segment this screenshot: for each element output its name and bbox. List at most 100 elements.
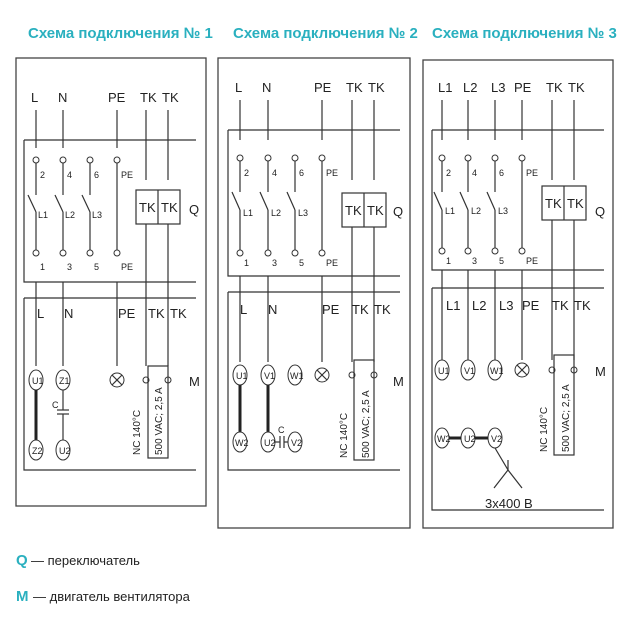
s2-m-label-N: N <box>268 302 277 317</box>
s2-label-TK2: TK <box>368 80 385 95</box>
scheme-3-frame <box>422 59 614 529</box>
scheme-2: L N PE TK TK 2 4 6 PE L1 L2 L3 1 3 5 PE … <box>217 57 411 529</box>
s1-terminal-U2 <box>55 439 71 461</box>
s2-W1: W1 <box>290 371 304 381</box>
s2-tPE-bot: PE <box>326 258 338 268</box>
scheme-3: L1 L2 L3 PE TK TK 2 4 6 PE L1 L2 L3 1 3 … <box>422 59 614 529</box>
s1-label-N: N <box>58 90 67 105</box>
s2-t1: 1 <box>244 258 249 268</box>
s3-m-label-TK2: TK <box>574 298 591 313</box>
scheme-1: L N PE TK TK 2 4 6 PE L1 L2 L3 1 3 5 PE … <box>15 57 207 507</box>
s1-thermo-1: NC 140°C <box>132 410 143 455</box>
s1-m-label-PE: PE <box>118 306 136 321</box>
s1-box-TK2: TK <box>161 200 178 215</box>
s3-terminal-U1 <box>434 359 450 381</box>
s3-m-label-PE: PE <box>522 298 540 313</box>
s3-m-label-TK1: TK <box>552 298 569 313</box>
s1-label-Q: Q <box>189 202 199 217</box>
legend: Q — переключатель M — двигатель вентилят… <box>16 552 191 605</box>
s1-U1: U1 <box>32 376 44 386</box>
s1-t1: 1 <box>40 262 45 272</box>
s3-W1: W1 <box>490 366 504 376</box>
s1-Z1: Z1 <box>59 376 70 386</box>
s2-label-PE: PE <box>314 80 332 95</box>
legend-q-text: — переключатель <box>31 553 140 568</box>
s1-box-TK1: TK <box>139 200 156 215</box>
s1-label-TK1: TK <box>140 90 157 105</box>
s2-tPE-top: PE <box>326 168 338 178</box>
s3-t3: 3 <box>472 256 477 266</box>
s1-tPE-bot: PE <box>121 262 133 272</box>
s2-t3: 3 <box>272 258 277 268</box>
s3-V2: V2 <box>491 434 502 444</box>
s2-box-TK2: TK <box>367 203 384 218</box>
s3-thermo-1: NC 140°C <box>539 407 550 452</box>
s1-tPE-top: PE <box>121 170 133 180</box>
s2-L1: L1 <box>243 208 253 218</box>
s3-label-L1: L1 <box>438 80 452 95</box>
s2-label-N: N <box>262 80 271 95</box>
s3-voltage: 3x400 B <box>485 496 533 511</box>
s2-C: C <box>278 425 285 435</box>
s1-t4: 4 <box>67 170 72 180</box>
s1-t6: 6 <box>94 170 99 180</box>
s1-t5: 5 <box>94 262 99 272</box>
s2-terminal-W2 <box>232 431 248 453</box>
legend-q-key: Q <box>16 552 28 569</box>
s3-L3: L3 <box>498 206 508 216</box>
s2-m-label-PE: PE <box>322 302 340 317</box>
s1-L3: L3 <box>92 210 102 220</box>
s3-thermo-2: 500 VAC; 2,5 A <box>561 384 572 452</box>
scheme-1-frame <box>15 57 207 507</box>
s3-U2: U2 <box>464 434 476 444</box>
title-scheme-1: Схема подключения № 1 <box>28 25 213 42</box>
s3-terminal-V1 <box>460 359 476 381</box>
s3-V1: V1 <box>464 366 475 376</box>
s1-label-L: L <box>31 90 38 105</box>
s1-terminal-Z2 <box>28 439 44 461</box>
s1-L1: L1 <box>38 210 48 220</box>
s3-m-label-L2: L2 <box>472 298 486 313</box>
s1-m-label-TK1: TK <box>148 306 165 321</box>
s3-t2: 2 <box>446 168 451 178</box>
s1-L2: L2 <box>65 210 75 220</box>
s3-label-TK2: TK <box>568 80 585 95</box>
s3-box-TK1: TK <box>545 196 562 211</box>
s1-label-M: M <box>189 374 200 389</box>
s1-U2: U2 <box>59 446 71 456</box>
s3-tPE-bot: PE <box>526 256 538 266</box>
s1-m-label-L: L <box>37 306 44 321</box>
s3-terminal-W1 <box>487 359 503 381</box>
s2-V1: V1 <box>264 371 275 381</box>
s2-L3: L3 <box>298 208 308 218</box>
s3-t1: 1 <box>446 256 451 266</box>
s2-W2: W2 <box>235 438 249 448</box>
s2-U2: U2 <box>264 438 276 448</box>
s3-label-L2: L2 <box>463 80 477 95</box>
s3-W2: W2 <box>437 434 451 444</box>
title-scheme-3: Схема подключения № 3 <box>432 25 617 42</box>
s2-label-L: L <box>235 80 242 95</box>
s3-m-label-L1: L1 <box>446 298 460 313</box>
legend-m-key: M <box>16 588 29 605</box>
s2-t4: 4 <box>272 168 277 178</box>
s2-thermo-1: NC 140°C <box>339 413 350 458</box>
s3-t4: 4 <box>472 168 477 178</box>
s2-L2: L2 <box>271 208 281 218</box>
s1-label-TK2: TK <box>162 90 179 105</box>
s3-t5: 5 <box>499 256 504 266</box>
s2-U1: U1 <box>236 371 248 381</box>
s1-C: C <box>52 400 59 410</box>
s3-label-Q: Q <box>595 204 605 219</box>
scheme-2-frame <box>217 57 411 529</box>
legend-m-text: — двигатель вентилятора <box>33 589 191 604</box>
s3-t6: 6 <box>499 168 504 178</box>
s2-t6: 6 <box>299 168 304 178</box>
s1-thermo-2: 500 VAC; 2,5 A <box>154 387 165 455</box>
s3-L2: L2 <box>471 206 481 216</box>
s1-label-PE: PE <box>108 90 126 105</box>
s2-terminal-V2 <box>287 431 303 453</box>
s2-label-M: M <box>393 374 404 389</box>
s1-Z2: Z2 <box>32 446 43 456</box>
